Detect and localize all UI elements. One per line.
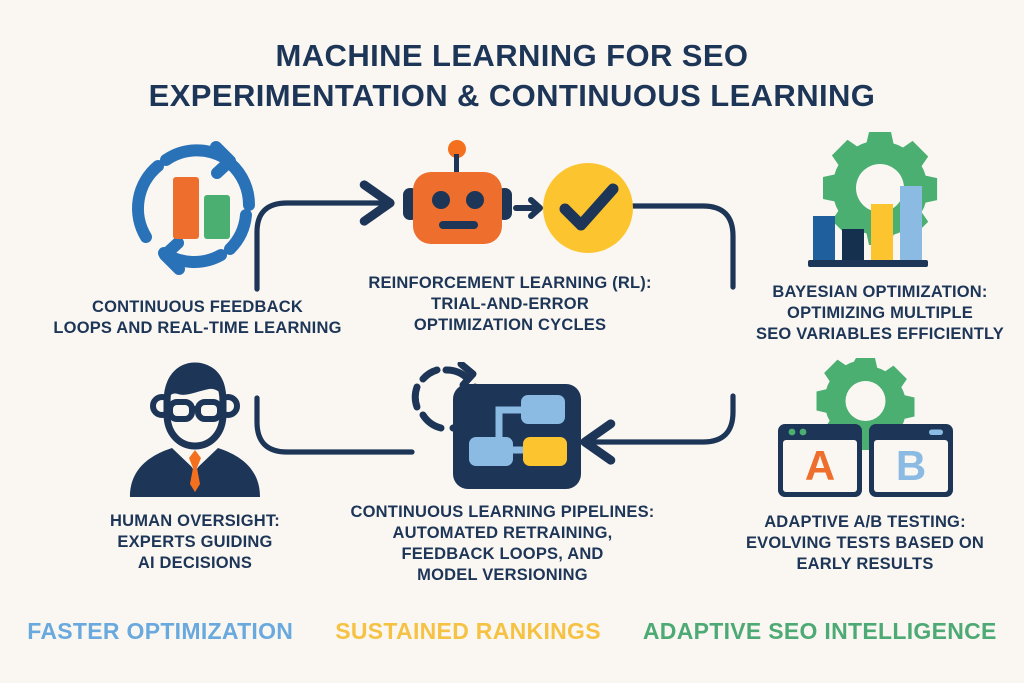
robot-check-icon [330,136,690,261]
window-a-letter: A [804,442,834,489]
caption-bayesian-optimization: BAYESIAN OPTIMIZATION: OPTIMIZING MULTIP… [756,283,1004,343]
window-b-letter: B [895,442,925,489]
node-ab-testing: A B ADAPTIVE A/B TESTING: EVOLVING TESTS… [715,352,1015,575]
caption-ab-testing: ADAPTIVE A/B TESTING: EVOLVING TESTS BAS… [745,513,985,573]
node-continuous-feedback: CONTINUOUS FEEDBACK LOOPS AND REAL-TIME … [15,133,380,339]
caption-learning-pipelines: CONTINUOUS LEARNING PIPELINES: AUTOMATED… [350,503,655,584]
footer-taglines: FASTER OPTIMIZATION SUSTAINED RANKINGS A… [0,618,1024,645]
person-glasses-tie-icon [30,362,360,497]
tagline-sustained-rankings: SUSTAINED RANKINGS [335,618,601,644]
page-title: MACHINE LEARNING FOR SEO EXPERIMENTATION… [148,38,876,113]
caption-continuous-feedback: CONTINUOUS FEEDBACK LOOPS AND REAL-TIME … [53,298,342,337]
ab-browser-windows-gear-icon: A B [715,352,1015,502]
circular-arrows-bar-chart-icon [15,133,380,283]
node-learning-pipelines: CONTINUOUS LEARNING PIPELINES: AUTOMATED… [320,362,685,586]
tagline-faster-optimization: FASTER OPTIMIZATION [27,618,294,644]
pipeline-nodes-refresh-icon [320,362,685,494]
node-human-oversight: HUMAN OVERSIGHT: EXPERTS GUIDING AI DECI… [30,362,360,574]
tagline-adaptive-seo-intelligence: ADAPTIVE SEO INTELLIGENCE [642,618,997,644]
gear-bar-chart-icon [735,130,1024,270]
node-reinforcement-learning: REINFORCEMENT LEARNING (RL): TRIAL-AND-E… [330,136,690,336]
caption-reinforcement-learning: REINFORCEMENT LEARNING (RL): TRIAL-AND-E… [368,274,652,334]
caption-human-oversight: HUMAN OVERSIGHT: EXPERTS GUIDING AI DECI… [109,512,281,572]
node-bayesian-optimization: BAYESIAN OPTIMIZATION: OPTIMIZING MULTIP… [735,130,1024,345]
